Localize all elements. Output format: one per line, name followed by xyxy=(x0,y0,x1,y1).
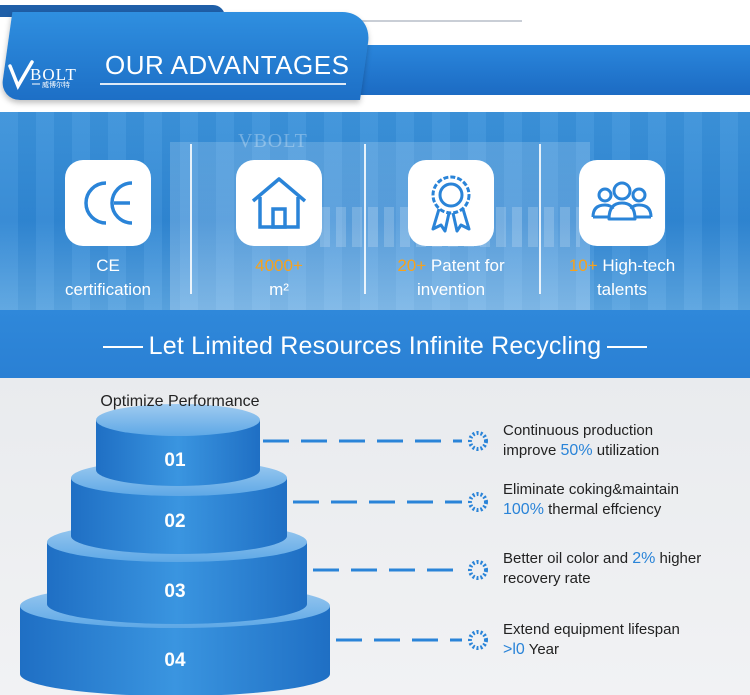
advantage-talents: 10+ High-tech talents xyxy=(547,160,697,302)
svg-text:威博尔特: 威博尔特 xyxy=(42,80,70,89)
tier-4 xyxy=(20,606,330,695)
slogan-bar: Let Limited Resources Infinite Recycling xyxy=(0,310,750,378)
ce-mark-icon xyxy=(65,160,151,246)
tier-number: 04 xyxy=(164,650,186,671)
sun-marker-icon xyxy=(468,630,488,650)
factory-logo-watermark: VBOLT xyxy=(238,130,308,152)
performance-section: Optimize Performance 01 02 03 04 Continu… xyxy=(0,378,750,695)
advantages-hero: VBOLT CE certification 4000+ m² xyxy=(0,112,750,310)
benefit-item: Eliminate coking&maintain 100% thermal e… xyxy=(503,481,679,518)
divider xyxy=(190,144,192,294)
advantage-ce: CE certification xyxy=(33,160,183,302)
divider xyxy=(539,144,541,294)
tier-number: 02 xyxy=(164,511,186,532)
benefit-item: Extend equipment lifespan >l0 Year xyxy=(503,621,680,658)
header: BOLT 威博尔特 OUR ADVANTAGES xyxy=(0,0,750,112)
advantage-area: 4000+ m² xyxy=(204,160,354,302)
tier-1 xyxy=(96,420,260,486)
tier-3 xyxy=(47,542,307,624)
advantage-patent: 20+ Patent for invention xyxy=(376,160,526,302)
tier-2 xyxy=(71,478,287,554)
page-title: OUR ADVANTAGES xyxy=(105,50,350,80)
benefit-item: Better oil color and 2% higher recovery … xyxy=(503,550,702,587)
performance-pyramid xyxy=(20,404,488,695)
pyramid-top-label: Optimize Performance xyxy=(100,393,260,410)
tier-number: 03 xyxy=(164,581,186,602)
house-icon xyxy=(236,160,322,246)
slogan-line-right xyxy=(607,346,648,349)
sun-marker-icon xyxy=(468,431,488,451)
sun-marker-icon xyxy=(468,492,488,512)
title-underline xyxy=(100,83,346,85)
advantage-label: 10+ High-tech talents xyxy=(568,256,676,299)
tier-1-top xyxy=(96,404,260,436)
advantage-label: 20+ Patent for invention xyxy=(397,256,505,299)
award-ribbon-icon xyxy=(408,160,494,246)
tier-number: 01 xyxy=(164,450,186,471)
slogan-line-left xyxy=(102,346,143,349)
header-band xyxy=(330,45,750,95)
benefit-item: Continuous production improve 50% utiliz… xyxy=(503,422,660,459)
advantage-label: CE certification xyxy=(65,256,151,299)
advantage-label: 4000+ m² xyxy=(255,256,303,299)
people-group-icon xyxy=(579,160,665,246)
brand-logo: BOLT 威博尔特 xyxy=(8,60,100,94)
slogan: Let Limited Resources Infinite Recycling xyxy=(0,332,750,361)
divider xyxy=(364,144,366,294)
sun-marker-icon xyxy=(468,560,488,580)
svg-text:BOLT: BOLT xyxy=(30,65,77,84)
